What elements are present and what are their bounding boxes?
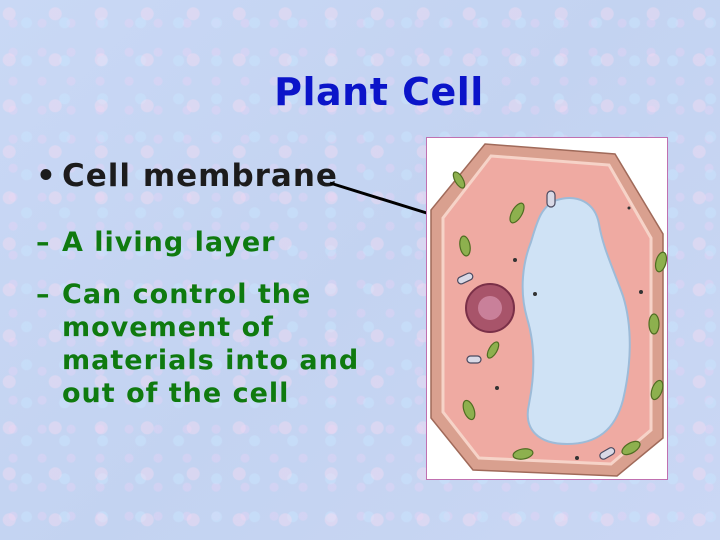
chloroplast: [509, 202, 525, 224]
granule: [513, 258, 517, 262]
mitochondrion: [457, 272, 474, 285]
chloroplast: [452, 171, 466, 189]
chloroplast: [459, 235, 471, 257]
chloroplast: [512, 448, 534, 460]
sub-item-text-line-1: Can control the: [62, 279, 312, 310]
mitochondrion: [466, 355, 482, 364]
chloroplast: [621, 440, 641, 456]
mitochondrion: [546, 190, 556, 208]
vacuole: [521, 197, 631, 446]
sub-item-text-line-2: movement of: [62, 312, 274, 343]
chloroplast: [654, 251, 668, 273]
granule: [533, 292, 537, 296]
nucleolus: [478, 296, 502, 320]
bullet-text: Cell membrane: [62, 158, 338, 194]
sub-item-living-layer: –A living layer: [36, 226, 275, 259]
chloroplast: [486, 341, 500, 359]
bullet-cell-membrane: •Cell membrane: [36, 158, 338, 194]
bullet-dot-icon: •: [36, 158, 57, 194]
chloroplast: [462, 399, 476, 421]
sub-item-text-line-3: materials into and: [62, 345, 360, 376]
sub-item-text: A living layer: [62, 227, 276, 258]
dash-icon: –: [36, 279, 51, 310]
plant-cell-svg: [430, 143, 668, 477]
dash-icon: –: [36, 227, 51, 258]
slide-title: Plant Cell: [274, 70, 484, 114]
chloroplast: [650, 379, 664, 401]
mitochondrion: [599, 447, 616, 460]
granule: [627, 206, 631, 210]
chloroplast: [648, 313, 660, 335]
granule: [639, 290, 643, 294]
sub-item-control-movement: –Can control the movement of materials i…: [36, 278, 359, 410]
granule: [575, 456, 579, 460]
plant-cell-illustration: [426, 137, 668, 480]
sub-item-text-line-4: out of the cell: [62, 378, 290, 409]
granule: [495, 386, 499, 390]
